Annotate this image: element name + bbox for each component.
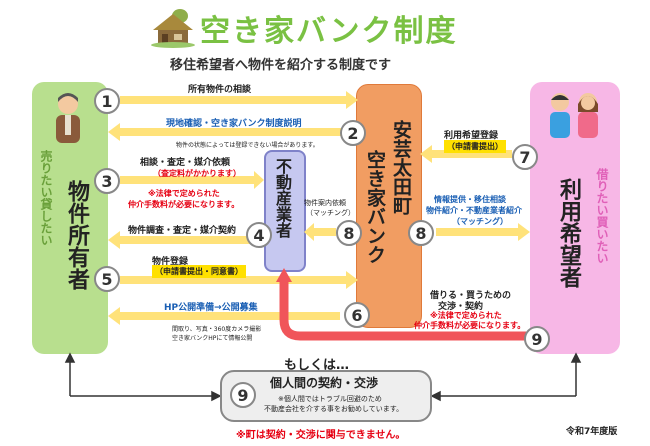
step-8-right-label-3: （マッチング）: [452, 217, 508, 226]
private-contract-note-1: ※個人間ではトラブル回避のため: [278, 395, 382, 403]
page-subtitle: 移住希望者へ物件を紹介する制度です: [170, 58, 392, 73]
step-9-label-1: 借りる・買うための: [430, 291, 512, 301]
arrow-2: [108, 123, 356, 141]
step-6-label: HP公開準備→公開募集: [164, 303, 258, 313]
agent-title: 不動産業者: [273, 158, 292, 238]
step-7-label: 利用希望登録: [444, 131, 499, 141]
step-6-number: 6: [344, 302, 370, 328]
arrow-3: [120, 171, 264, 189]
step-9-number: 9: [524, 326, 550, 352]
step-9-red-2: 仲介手数料が必要になります。: [414, 321, 526, 330]
step-8-right-label-1: 情報提供・移住相談: [434, 195, 506, 204]
step-7-tag: （申請書提出）: [444, 140, 506, 153]
step-2-label: 現地確認・空き家バンク制度説明: [166, 119, 302, 129]
page-title: 空き家バンク制度: [200, 14, 458, 49]
agent-panel: [264, 150, 306, 272]
step-7-number: 7: [512, 144, 538, 170]
arrow-6: [108, 307, 340, 325]
step-4-number: 4: [246, 222, 272, 248]
step-4-label: 物件調査・査定・媒介契約: [128, 226, 237, 236]
step-3-tag: （査定料がかかります）: [153, 169, 241, 178]
step-1-number: 1: [94, 88, 120, 114]
user-couple-icon: [540, 88, 610, 144]
arrow-8-right: [436, 223, 530, 241]
arrow-7: [420, 145, 512, 163]
step-8-right-label-2: 物件紹介・不動産業者紹介: [426, 206, 522, 215]
private-contract-title: 個人間の契約・交渉: [270, 376, 379, 390]
step-5-tag: （申請書提出・同意書）: [152, 265, 246, 278]
or-text: もしくは…: [284, 358, 350, 373]
arrow-1: [120, 91, 358, 109]
step-5-label: 物件登録: [152, 257, 189, 267]
arrow-9-red: [276, 268, 526, 341]
step-3-red-2: 仲介手数料が必要になります。: [128, 200, 240, 209]
owner-person-icon: [48, 90, 88, 150]
bank-title-bank: 空き家バンク: [364, 150, 386, 264]
step-6-note-1: 間取り、写真・360度カメラ撮影: [172, 326, 262, 333]
step-2-note: 物件の状態によっては登録できない場合があります。: [176, 142, 319, 149]
step-2-number: 2: [340, 120, 366, 146]
step-3-label: 相談・査定・媒介依頼: [140, 158, 231, 168]
bank-title-town: 安芸太田町: [390, 120, 412, 215]
step-3-number: 3: [94, 168, 120, 194]
private-contract-note-2: 不動産会社を介する事をお勧めしています。: [264, 405, 404, 413]
town-warning: ※町は契約・交渉に関与できません。: [236, 430, 406, 441]
user-subtitle: 借りたい買いたい: [595, 168, 609, 264]
step-5-number: 5: [94, 266, 120, 292]
step-8-left-number: 8: [336, 220, 362, 246]
arrow-4: [108, 231, 252, 249]
step-8-left-label-1: 物件案内依頼: [304, 199, 346, 207]
house-icon: [150, 6, 196, 52]
bottom-connectors: [64, 352, 582, 402]
step-6-note-2: 空き家バンクHPにて情報公開: [172, 335, 253, 342]
step-1-label: 所有物件の相談: [188, 85, 252, 95]
arrow-5: [120, 271, 358, 289]
step-9-label-2: 交渉・契約: [438, 302, 484, 312]
step-3-red-1: ※法律で定められた: [148, 189, 220, 198]
edition-label: 令和7年度版: [566, 427, 618, 437]
owner-subtitle: 売りたい貸したい: [39, 150, 53, 246]
step-8-right-number: 8: [408, 220, 434, 246]
bank-panel: [356, 84, 422, 328]
user-panel: [530, 82, 620, 354]
arrow-8-left: [304, 223, 336, 241]
bottom-step-number: 9: [230, 382, 256, 408]
owner-title: 物件所有者: [64, 180, 89, 290]
step-8-left-label-2: （マッチング）: [306, 209, 355, 217]
user-title: 利用希望者: [556, 178, 581, 288]
step-9-red-1: ※法律で定められた: [430, 311, 502, 320]
